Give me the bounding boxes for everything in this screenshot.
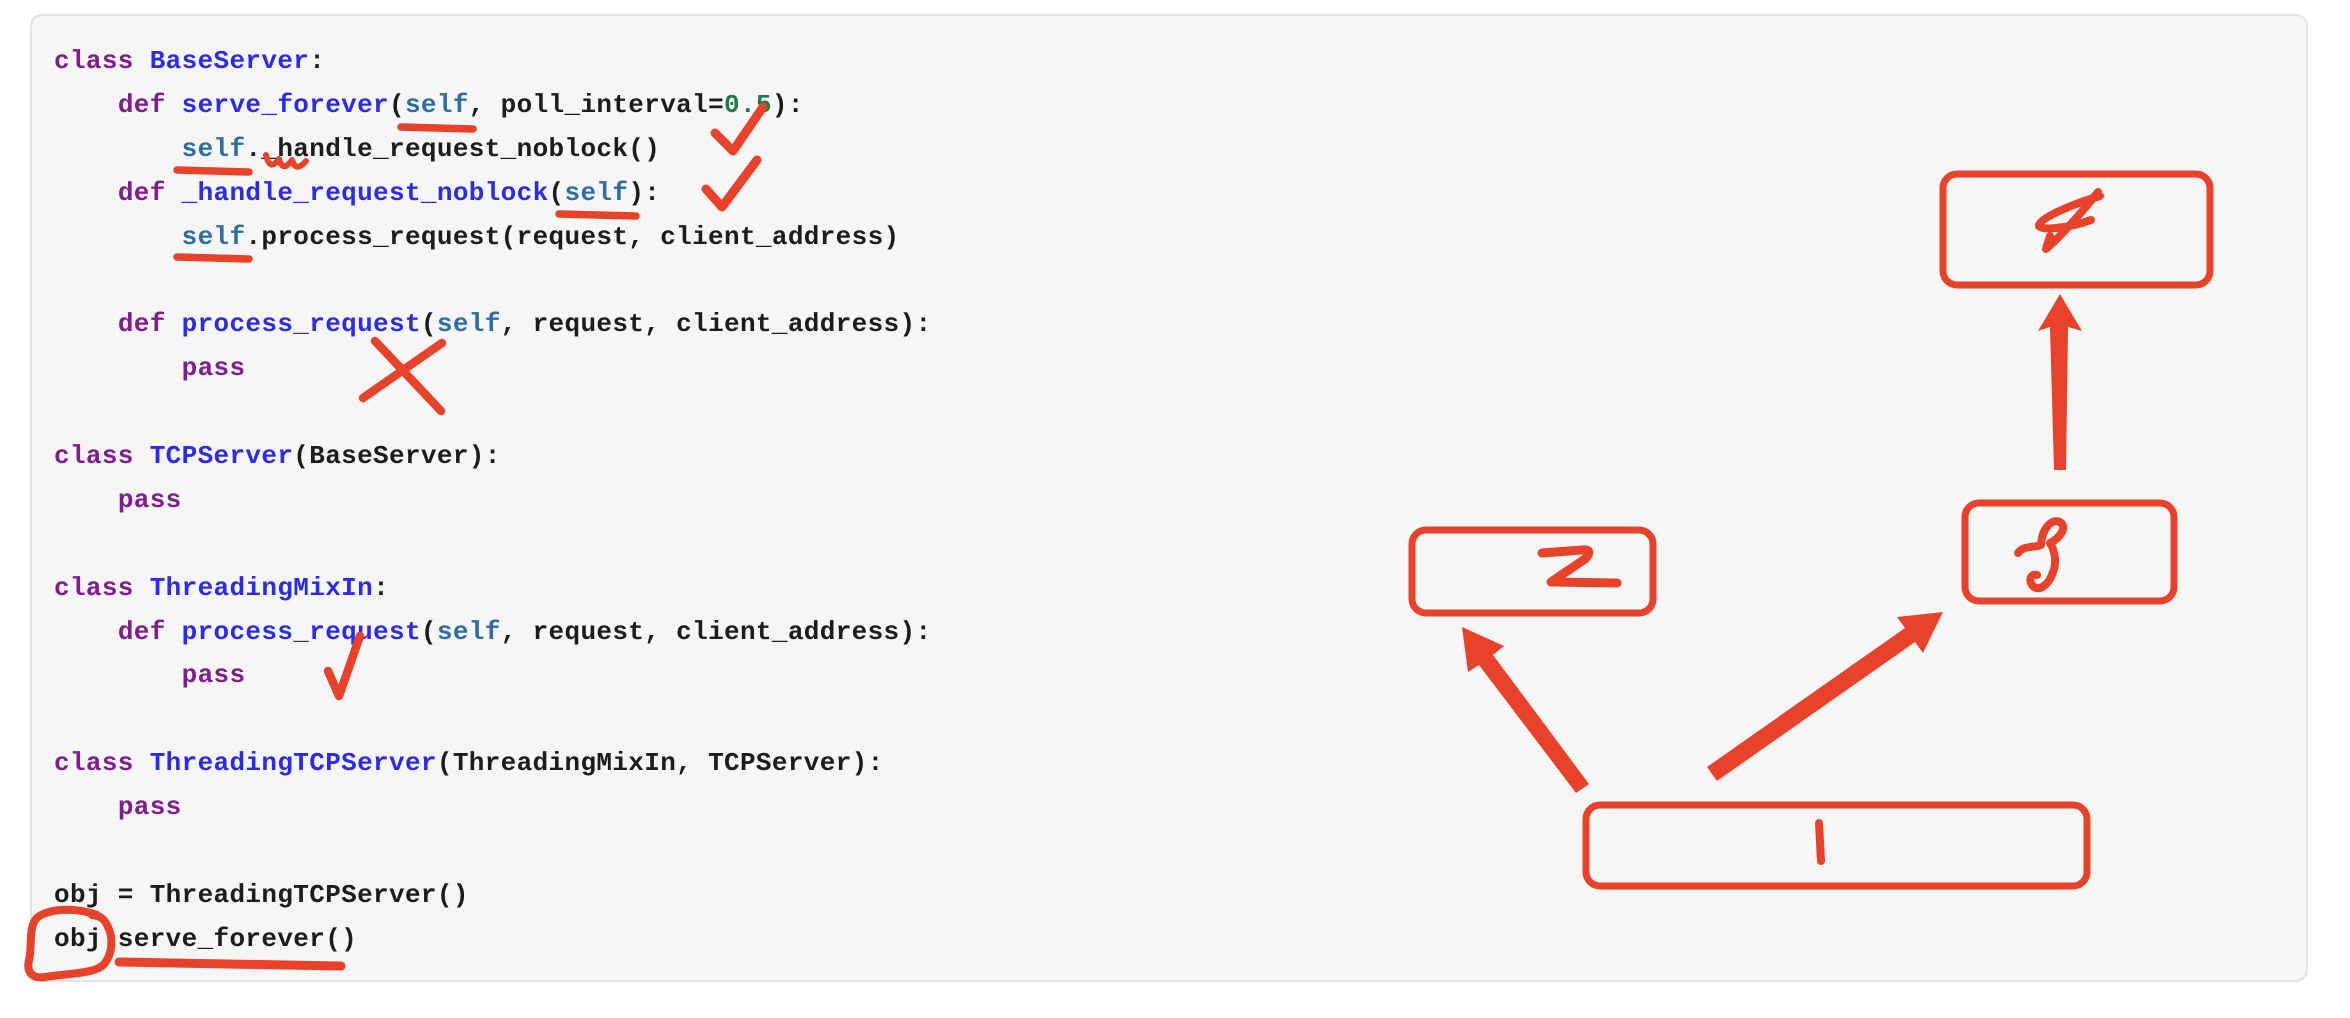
code-line: class TCPServer(BaseServer):	[54, 441, 501, 472]
code-line: class ThreadingTCPServer(ThreadingMixIn,…	[54, 748, 884, 779]
code-line: pass	[181, 660, 246, 691]
code-line: pass	[181, 353, 246, 384]
code-line	[54, 523, 2296, 567]
code-line	[54, 391, 2296, 435]
code-line	[54, 698, 2296, 742]
code-line: def process_request(self, request, clien…	[117, 616, 932, 647]
code-panel: class BaseServer: def serve_forever(self…	[30, 14, 2308, 982]
code-line: self.process_request(request, client_add…	[181, 221, 900, 252]
code-line: pass	[117, 484, 182, 515]
code-line: pass	[117, 792, 182, 823]
code-line: def _handle_request_noblock(self):	[117, 177, 661, 208]
code-line: class ThreadingMixIn:	[54, 572, 390, 603]
code-block: class BaseServer: def serve_forever(self…	[54, 40, 2296, 962]
code-line	[54, 830, 2296, 874]
code-line: self._handle_request_noblock()	[181, 133, 661, 164]
code-line: obj.serve_forever()	[54, 923, 358, 954]
code-line	[54, 259, 2296, 303]
code-line: def process_request(self, request, clien…	[117, 309, 932, 340]
code-line: obj = ThreadingTCPServer()	[54, 879, 469, 910]
code-line: def serve_forever(self, poll_interval=0.…	[117, 89, 804, 120]
code-line: class BaseServer:	[54, 46, 326, 76]
